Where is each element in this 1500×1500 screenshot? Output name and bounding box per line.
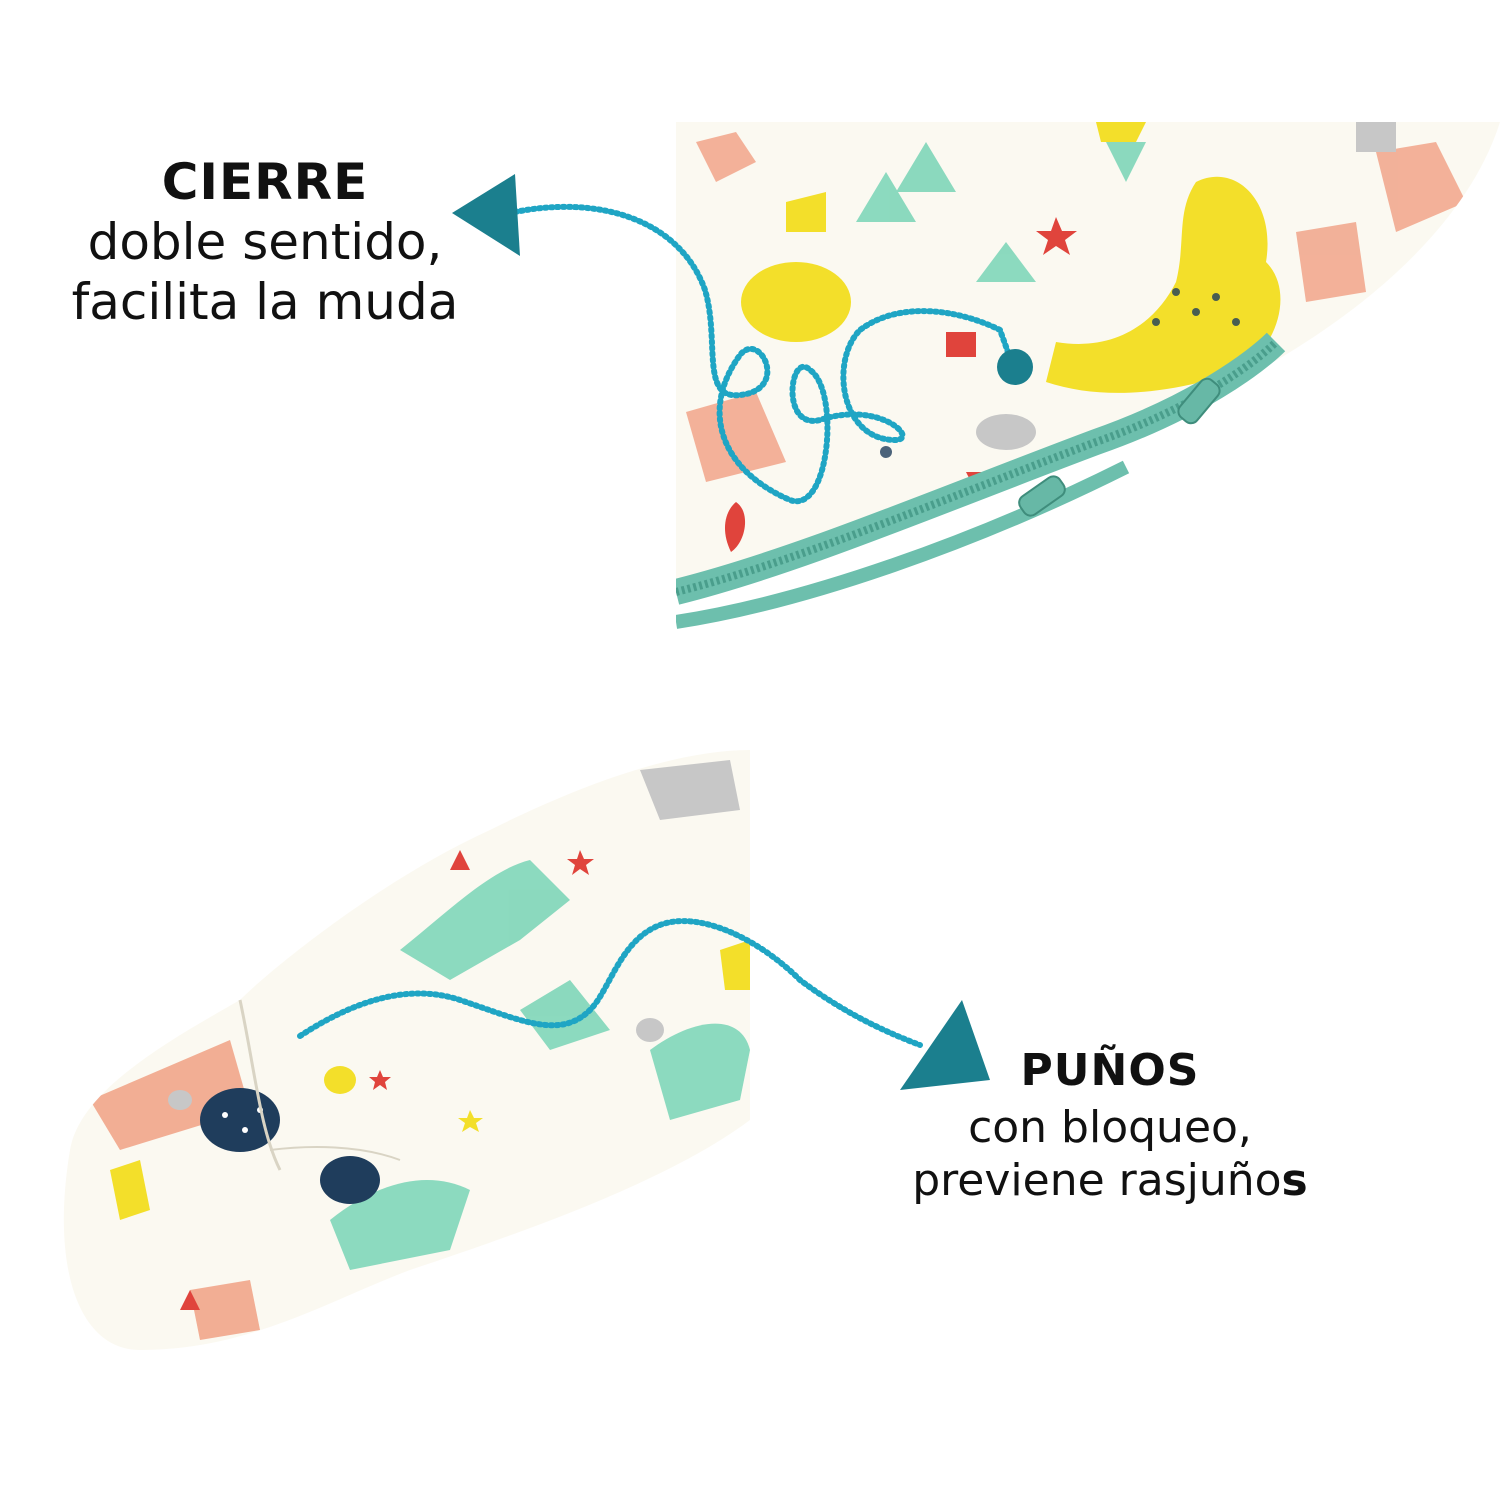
pointer-dot-icon <box>997 349 1033 385</box>
feature-punos: PUÑOS con bloqueo, previene rasjuños <box>860 1045 1360 1207</box>
feature-title: CIERRE <box>161 153 369 211</box>
dotted-pointer-top <box>512 203 1016 505</box>
feature-line-2: previene rasjuños <box>860 1155 1360 1208</box>
feature-line: facilita la muda <box>71 273 459 331</box>
dotted-pointer-bottom <box>297 918 923 1048</box>
feature-cierre: CIERRE doble sentido, facilita la muda <box>20 152 510 332</box>
sleeve-cuff-icon <box>63 750 750 1350</box>
feature-title: PUÑOS <box>1020 1045 1200 1096</box>
arrow-head-icon <box>452 174 520 256</box>
cuff-photo <box>50 750 750 1370</box>
zipper-photo <box>676 122 1500 638</box>
feature-line-main: previene rasjuño <box>912 1154 1282 1206</box>
arrow-head-icon <box>900 1000 990 1090</box>
zipper-icon <box>1018 377 1221 517</box>
feature-line: con bloqueo, <box>968 1101 1252 1153</box>
feature-line: doble sentido, <box>87 213 443 271</box>
feature-line-bold: s <box>1281 1154 1308 1206</box>
